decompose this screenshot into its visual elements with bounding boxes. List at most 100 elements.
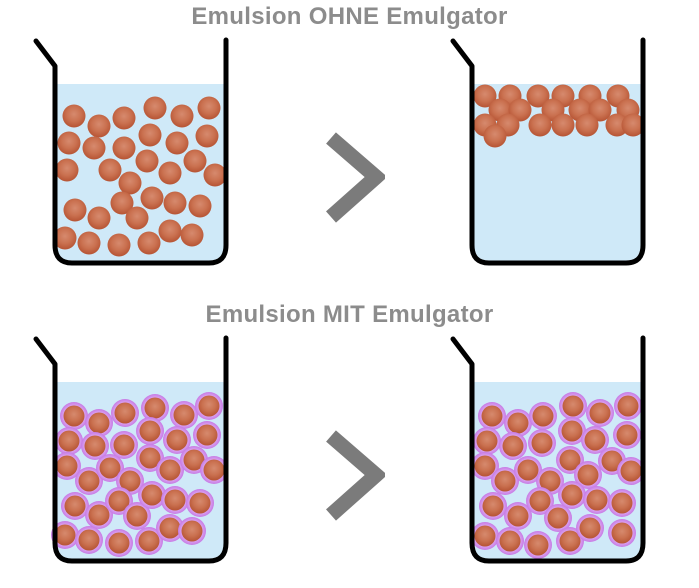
oil-droplet (139, 447, 161, 469)
oil-droplet (77, 231, 101, 255)
oil-droplet (88, 412, 110, 434)
oil-droplet (203, 459, 225, 481)
beaker-svg (450, 37, 646, 266)
oil-droplet (78, 470, 100, 492)
oil-droplet (499, 530, 521, 552)
oil-droplet (87, 114, 111, 138)
beaker-ohne-after (450, 36, 650, 272)
oil-droplet (531, 432, 553, 454)
oil-droplet (55, 158, 79, 182)
oil-droplet (577, 464, 599, 486)
beaker-mit-after (450, 334, 650, 570)
oil-droplet (476, 430, 498, 452)
oil-droplet (559, 449, 581, 471)
oil-droplet (112, 136, 136, 160)
beaker-outline (33, 335, 229, 564)
oil-droplet (113, 434, 135, 456)
beaker-outline (450, 335, 646, 564)
oil-droplet (474, 525, 496, 547)
oil-droplet (170, 104, 194, 128)
oil-droplet (198, 395, 220, 417)
oil-droplet (528, 113, 552, 137)
oil-droplet (78, 529, 100, 551)
oil-droplet (108, 490, 130, 512)
oil-droplet (561, 484, 583, 506)
oil-droplet (53, 226, 77, 250)
oil-droplet (474, 455, 496, 477)
beaker-ohne-before (33, 36, 233, 272)
oil-droplet (188, 194, 212, 218)
oil-droplet (139, 420, 161, 442)
oil-droplet (63, 198, 87, 222)
oil-droplet (126, 505, 148, 527)
oil-droplet (586, 489, 608, 511)
oil-droplet (611, 522, 633, 544)
oil-droplet (203, 163, 227, 187)
oil-droplet (529, 490, 551, 512)
oil-droplet (562, 395, 584, 417)
oil-droplet (502, 435, 524, 457)
oil-droplet (589, 402, 611, 424)
oil-droplet (532, 405, 554, 427)
oil-droplet (620, 460, 642, 482)
oil-droplet (617, 395, 639, 417)
oil-droplet (58, 430, 80, 452)
oil-droplet (539, 470, 561, 492)
beaker-svg (33, 335, 229, 564)
title-mit-emulgator: Emulsion MIT Emulgator (205, 301, 494, 328)
oil-droplet (164, 489, 186, 511)
oil-droplet (166, 429, 188, 451)
oil-droplet (158, 161, 182, 185)
oil-droplet (159, 517, 181, 539)
beaker-outline (33, 37, 229, 266)
oil-droplet (527, 534, 549, 556)
oil-droplet (481, 405, 503, 427)
oil-droplet (64, 495, 86, 517)
oil-droplet (189, 492, 211, 514)
oil-droplet (138, 530, 160, 552)
arrow-right-icon (323, 130, 385, 225)
oil-droplet (141, 484, 163, 506)
oil-droplet (507, 412, 529, 434)
oil-droplet (98, 158, 122, 182)
oil-droplet (57, 131, 81, 155)
oil-droplet (135, 149, 159, 173)
oil-droplet (526, 84, 550, 108)
oil-droplet (144, 397, 166, 419)
oil-droplet (112, 106, 136, 130)
oil-droplet (88, 504, 110, 526)
oil-droplet (616, 424, 638, 446)
oil-droplet (165, 131, 189, 155)
oil-droplet (163, 191, 187, 215)
oil-droplet (517, 459, 539, 481)
oil-droplet (575, 113, 599, 137)
oil-droplet (159, 459, 181, 481)
oil-droplet (137, 231, 161, 255)
oil-droplet (173, 404, 195, 426)
oil-droplet (143, 96, 167, 120)
beaker-mit-before (33, 334, 233, 570)
oil-droplet (507, 505, 529, 527)
oil-droplet (82, 136, 106, 160)
chevron-shape (326, 132, 385, 223)
oil-droplet (138, 123, 162, 147)
oil-droplet (621, 113, 645, 137)
oil-droplet (196, 424, 218, 446)
beaker-svg (33, 37, 229, 266)
oil-droplet (158, 219, 182, 243)
arrow-right-icon (323, 428, 385, 523)
oil-droplet (579, 517, 601, 539)
oil-droplet (99, 457, 121, 479)
oil-droplet (561, 420, 583, 442)
oil-droplet (183, 149, 207, 173)
oil-droplet (588, 98, 612, 122)
chevron-shape (326, 430, 385, 521)
oil-droplet (118, 171, 142, 195)
oil-droplet (559, 530, 581, 552)
beaker-outline (450, 37, 646, 266)
oil-droplet (110, 191, 134, 215)
oil-droplet (482, 495, 504, 517)
oil-droplet (547, 507, 569, 529)
oil-droplet (180, 223, 204, 247)
